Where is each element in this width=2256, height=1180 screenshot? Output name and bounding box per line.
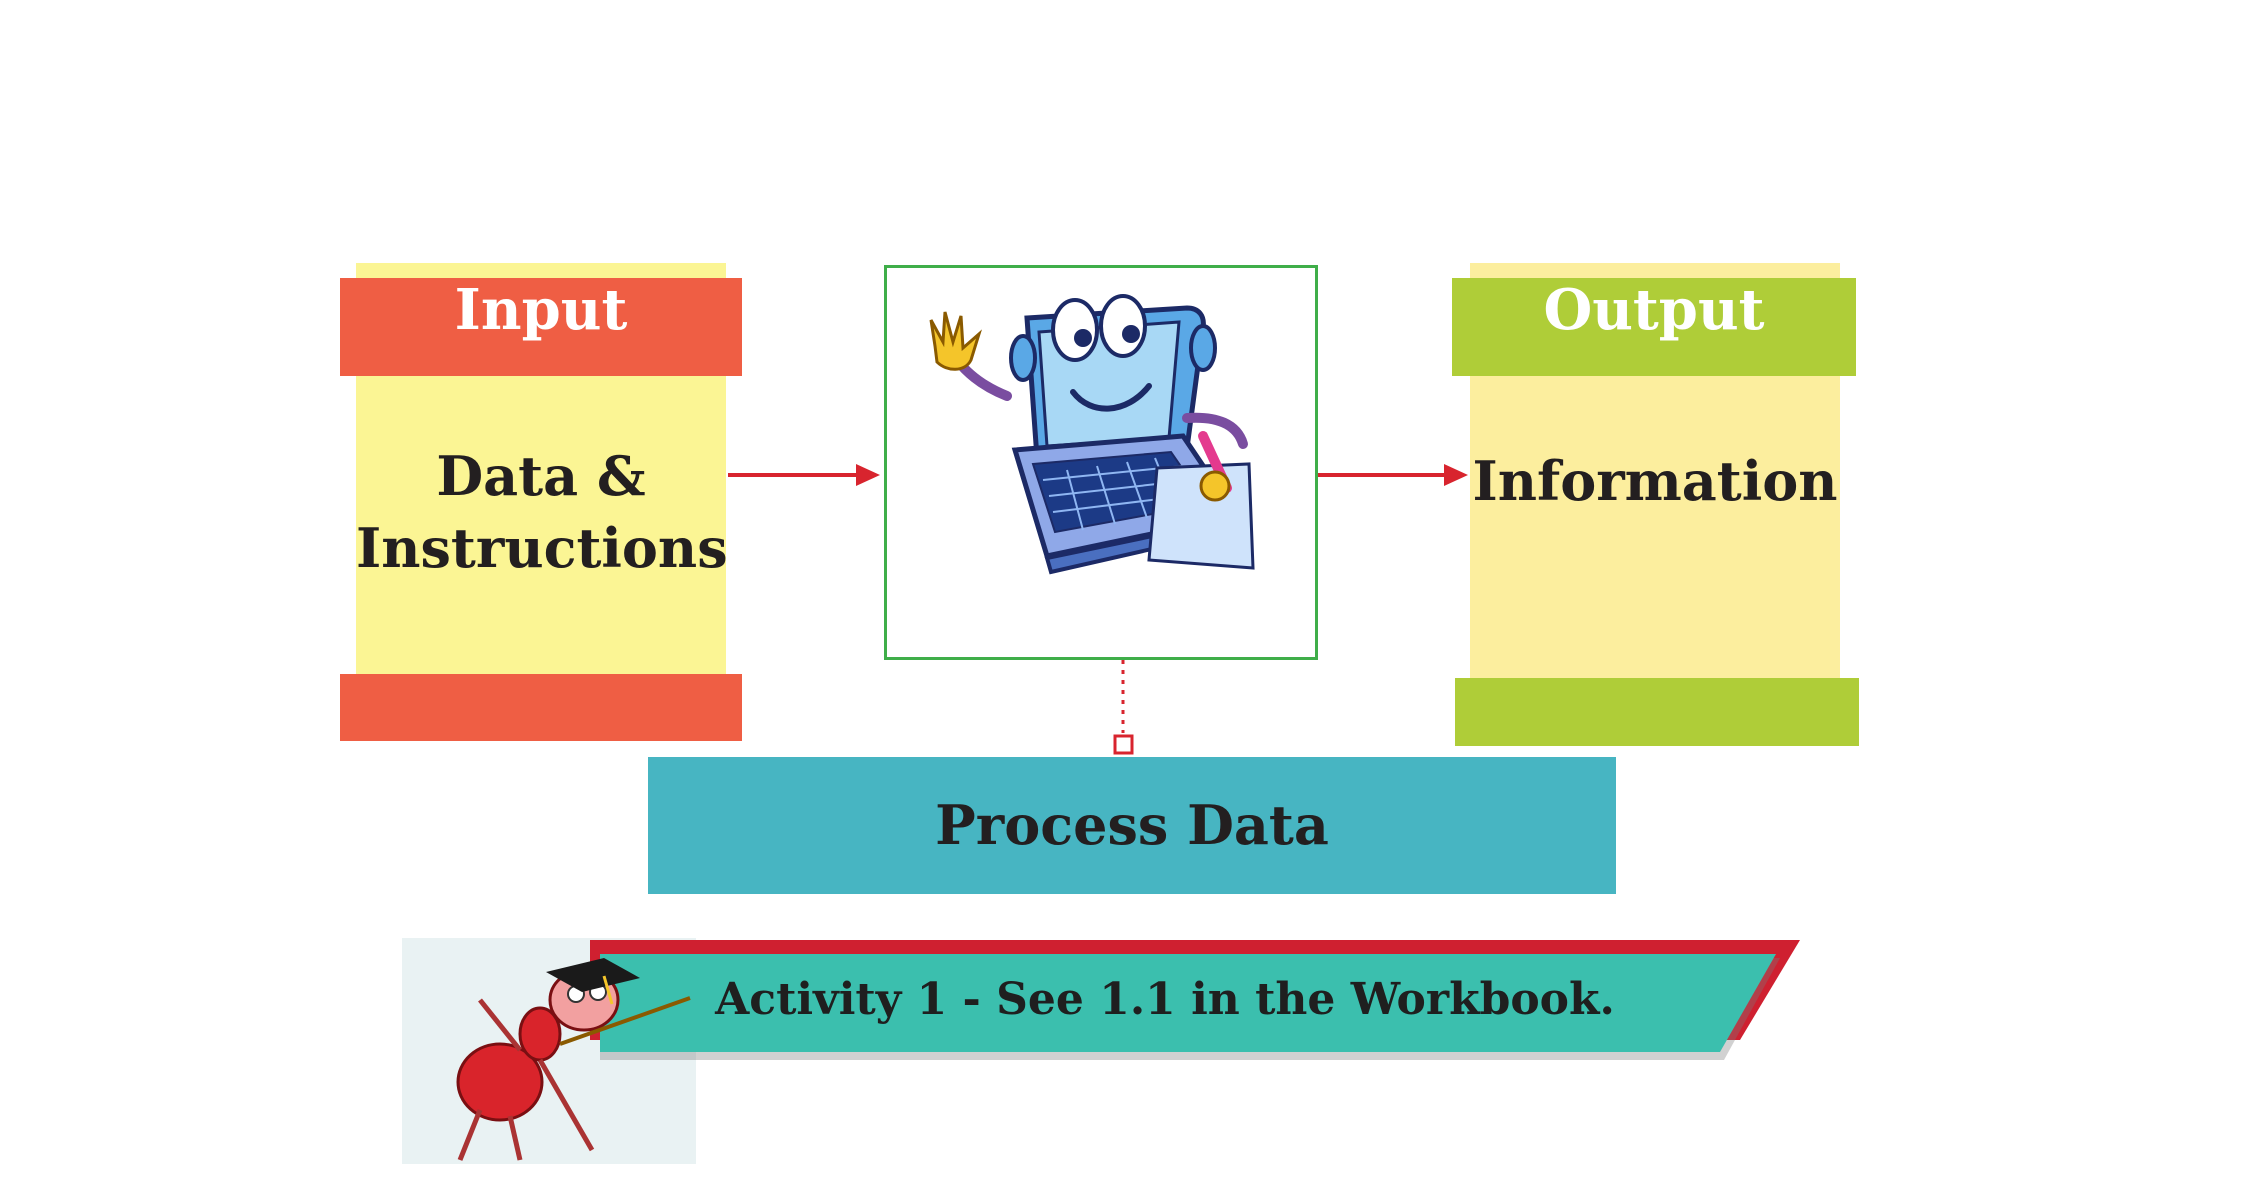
connector-end-square <box>1113 734 1134 755</box>
input-title: Input <box>454 277 628 343</box>
output-body: Information <box>1472 449 1838 513</box>
input-line-1: Data & <box>436 444 646 508</box>
process-label: Process Data <box>935 793 1329 857</box>
input-header-band <box>340 278 742 376</box>
output-footer-band <box>1455 678 1859 746</box>
arrow-right-icon <box>728 464 880 486</box>
activity-label: Activity 1 - See 1.1 in the Workbook. <box>715 974 1615 1025</box>
input-body: Data & Instructions <box>356 440 728 584</box>
ant-teacher-mascot-icon <box>456 958 691 1161</box>
input-line-2: Instructions <box>356 516 728 580</box>
process-box <box>648 757 1616 894</box>
output-header-band <box>1452 278 1856 376</box>
arrow-right-icon <box>1318 464 1468 486</box>
computer-box <box>884 265 1318 660</box>
input-footer-band <box>340 674 742 741</box>
output-title: Output <box>1543 277 1765 343</box>
laptop-mascot-icon <box>929 294 1255 575</box>
